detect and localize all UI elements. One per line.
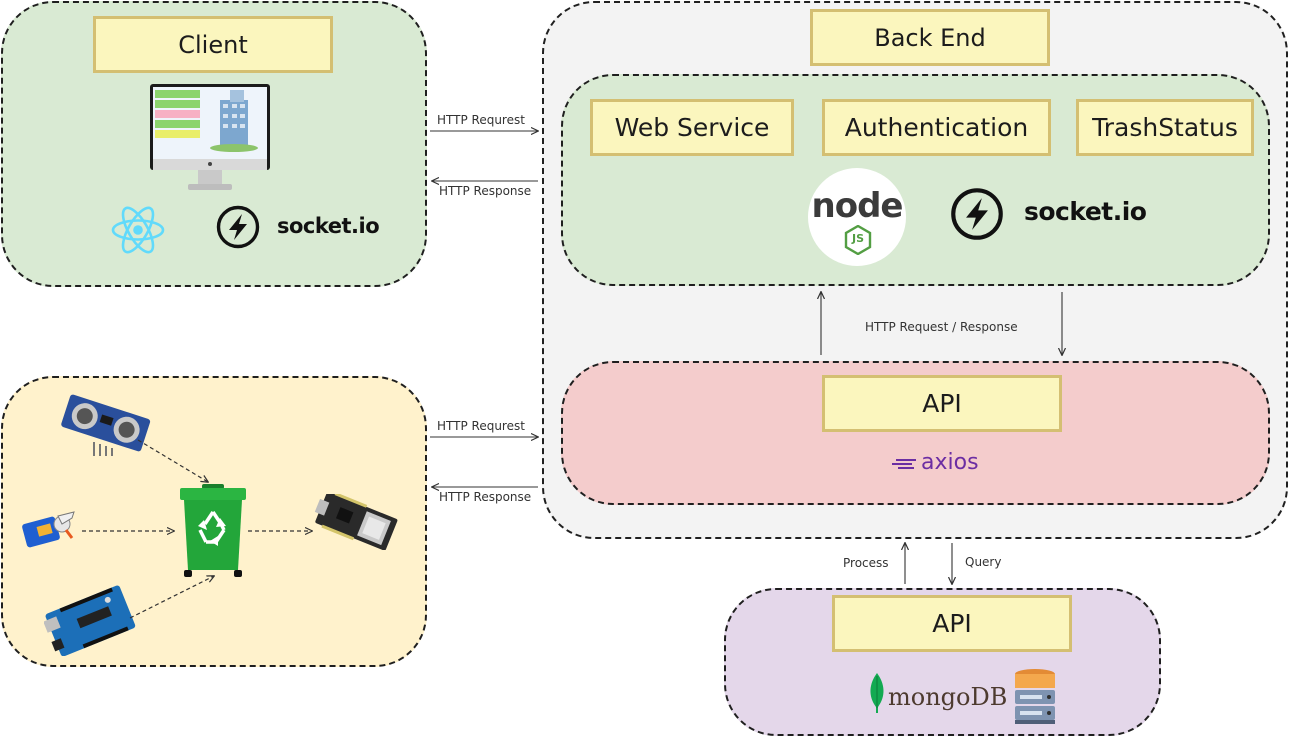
mongodb-leaf-icon [870,673,884,713]
trash-status-box: TrashStatus [1076,99,1254,156]
monitor-icon [150,84,270,190]
client-title: Client [93,16,333,73]
database-server-icon [1015,669,1055,724]
socketio-icon [951,188,1003,240]
client-response-label: HTTP Response [439,184,532,198]
socketio-icon [216,205,260,249]
api-db-title: API [832,595,1072,652]
client-request-label: HTTP Requrest [437,113,525,127]
arduino-board-icon [44,585,136,656]
ultrasonic-sensor-icon [61,394,151,456]
recycle-bin-icon [180,484,246,577]
backend-title: Back End [810,9,1050,66]
api-axios-title: API [822,375,1062,432]
axios-icon [892,459,916,469]
iot-response-label: HTTP Response [439,490,532,504]
query-label: Query [965,555,1002,569]
react-icon [111,206,165,254]
arduino-to-bin-line [129,576,214,619]
backend-socketio-label: socket.io [1024,197,1147,226]
dashboard-rows [155,90,200,138]
nodejs-logo: node JS [808,168,906,266]
web-service-box: Web Service [590,99,794,156]
iot-request-label: HTTP Requrest [437,419,525,433]
mongodb-label: mongoDB [888,683,1008,711]
sensor-to-bin-line [137,439,208,482]
nodejs-hexagon-icon [844,225,872,255]
nodejs-badge-text: JS [851,232,864,245]
authentication-box: Authentication [822,99,1051,156]
nodejs-logo-text: node [811,186,904,226]
internal-label: HTTP Request / Response [865,320,1018,334]
esp8266-board-icon [314,494,398,550]
axios-label: axios [921,450,979,475]
client-socketio-label: socket.io [277,214,380,238]
process-label: Process [843,556,889,570]
servo-motor-icon [22,511,75,548]
